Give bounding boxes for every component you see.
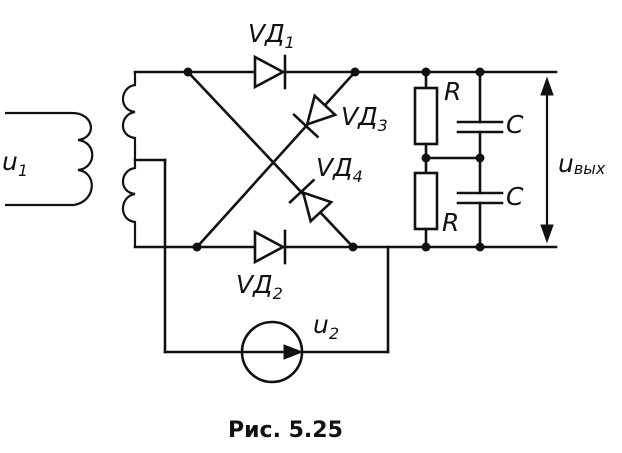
diode-vd2 (253, 229, 287, 265)
diode-vd1 (253, 54, 287, 90)
source-loop (163, 158, 390, 384)
primary-winding (5, 111, 94, 207)
diode-vd3 (292, 93, 338, 139)
label-c-top: C (506, 110, 524, 139)
label-vd4: VД4 (316, 153, 363, 186)
label-vd1: VД1 (248, 19, 295, 52)
label-r-top: R (444, 77, 461, 106)
label-r-bottom: R (442, 208, 459, 237)
label-c-bottom: C (506, 182, 524, 211)
secondary-winding (121, 72, 167, 247)
label-vd3: VД3 (341, 102, 388, 135)
label-u1: u1 (2, 147, 28, 180)
figure-caption: Рис. 5.25 (228, 418, 343, 443)
diode-vd4 (288, 178, 334, 224)
junction-dots (183, 67, 485, 252)
label-u2: u2 (313, 310, 339, 343)
label-u-out: uвых (558, 149, 606, 178)
label-vd2: VД2 (236, 270, 283, 303)
output-voltage-arrow (540, 76, 554, 244)
